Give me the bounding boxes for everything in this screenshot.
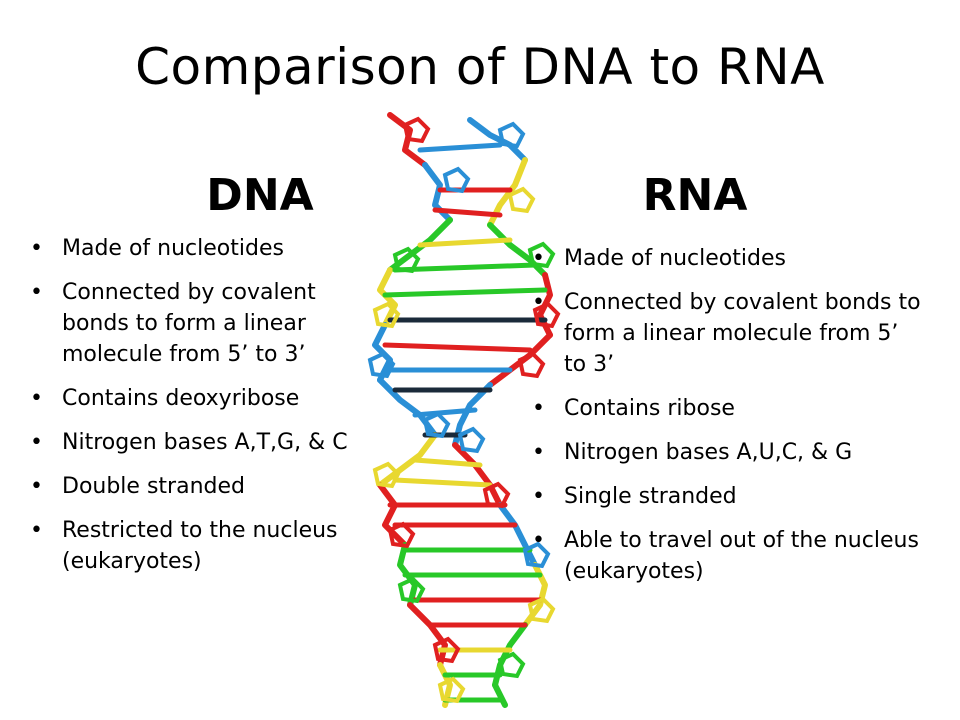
sugar-ring (457, 426, 486, 454)
sugar-ring (402, 116, 431, 144)
base-pair (382, 287, 548, 298)
dna-bullet-item: Made of nucleotides (30, 233, 370, 264)
backbone-segment (467, 117, 528, 163)
backbone-segment (497, 502, 538, 568)
base-pair (412, 457, 483, 468)
dna-bullet-item: Nitrogen bases A,T,G, & C (30, 427, 370, 458)
backbone-segment (492, 682, 508, 708)
helix-backbone-left (372, 112, 453, 708)
base-pair (417, 142, 503, 153)
backbone-segment (452, 442, 503, 508)
sugar-ring (422, 411, 451, 439)
sugar-ring (497, 651, 526, 679)
backbone-segment (407, 602, 448, 668)
sugar-ring (437, 676, 466, 704)
dna-bullet-item: Contains deoxyribose (30, 383, 370, 414)
sugar-ring (397, 576, 426, 604)
base-pair (432, 207, 503, 218)
rna-bullet-item: Able to travel out of the nucleus (eukar… (532, 525, 922, 587)
dna-bullet-item: Restricted to the nucleus (eukaryotes) (30, 515, 370, 577)
sugar-ring (367, 351, 396, 379)
sugar-ring (392, 246, 421, 274)
backbone-segment (377, 267, 398, 328)
dna-bullet-item: Double stranded (30, 471, 370, 502)
base-pair (392, 477, 493, 488)
rna-heading: RNA (642, 170, 748, 221)
sugar-ring (387, 521, 416, 549)
rna-bullet-list: Made of nucleotides Connected by covalen… (532, 243, 922, 600)
dna-heading: DNA (206, 170, 314, 221)
sugar-ring (372, 461, 401, 489)
dna-bullet-list: Made of nucleotides Connected by covalen… (30, 233, 370, 590)
sugar-ring (372, 301, 401, 329)
slide-title: Comparison of DNA to RNA (135, 38, 825, 96)
backbone-segment (377, 482, 408, 548)
helix-base-pairs (382, 142, 548, 703)
rna-bullet-item: Nitrogen bases A,U,C, & G (532, 437, 922, 468)
rna-bullet-item: Connected by covalent bonds to form a li… (532, 287, 922, 380)
sugar-ring (507, 186, 536, 214)
sugar-ring (482, 481, 511, 509)
rna-bullet-item: Contains ribose (532, 393, 922, 424)
sugar-ring (442, 166, 471, 194)
sugar-ring (432, 636, 461, 664)
base-pair (412, 407, 478, 418)
backbone-segment (377, 432, 438, 488)
base-pair (392, 262, 538, 273)
rna-bullet-item: Single stranded (532, 481, 922, 512)
dna-bullet-item: Connected by covalent bonds to form a li… (30, 277, 370, 370)
sugar-ring (497, 121, 526, 149)
base-pair (382, 342, 533, 353)
base-pair (417, 237, 513, 248)
rna-bullet-item: Made of nucleotides (532, 243, 922, 274)
sugar-ring (527, 596, 556, 624)
